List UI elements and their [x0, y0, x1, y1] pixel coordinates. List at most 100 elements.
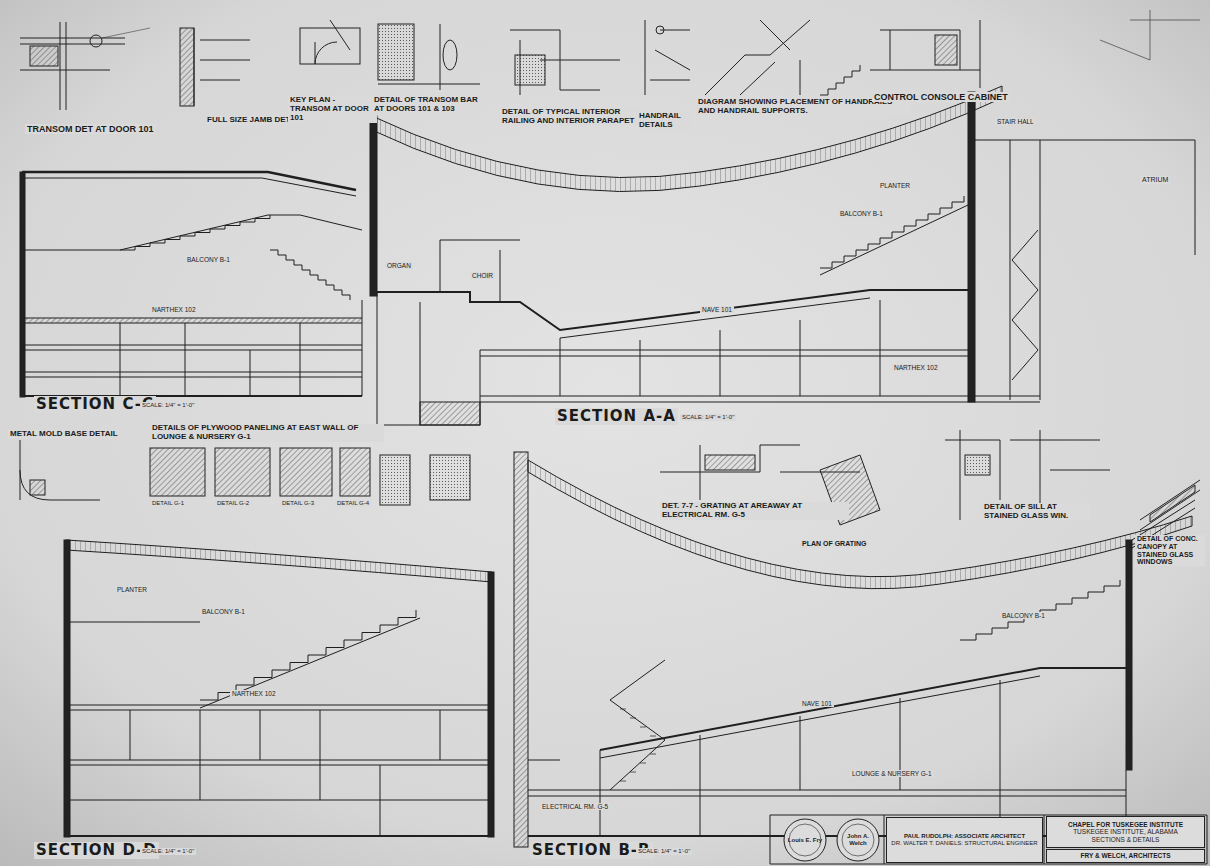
- top-details-part: [378, 24, 414, 80]
- top-details-part: [30, 46, 58, 66]
- section-a-a-part: [820, 196, 964, 268]
- section-d-d-part: [64, 540, 70, 837]
- section-c-c-part: [20, 172, 25, 397]
- detail-title: DET. 7-7 - GRATING AT AREAWAY AT ELECTRI…: [660, 502, 849, 520]
- section-c-c-part: [25, 215, 362, 250]
- top-details-part: [378, 24, 480, 90]
- drawing-note: DETAIL G-4: [335, 500, 371, 507]
- section-a-a-part: [370, 116, 377, 296]
- section-title: SECTION B-B: [530, 842, 653, 859]
- title-block-frame: [770, 815, 1207, 864]
- top-details-part: [820, 65, 860, 95]
- section-c-c-part: [270, 250, 350, 300]
- section-d-d: [64, 540, 494, 837]
- detail-title: CONTROL CONSOLE CABINET: [872, 92, 1010, 102]
- section-c-c-part: [120, 215, 270, 250]
- section-a-a: [370, 86, 1195, 430]
- section-b-b-part: [528, 790, 1126, 796]
- title-text: PAUL RUDOLPH: ASSOCIATE ARCHITECT: [904, 833, 1025, 840]
- top-details-part: [1100, 10, 1200, 60]
- drawing-note: ATRIUM: [1140, 176, 1170, 184]
- drawing-note: DETAIL G-2: [215, 500, 251, 507]
- subtitle-text: TUSKEGEE INSTITUTE, ALABAMA: [1073, 828, 1178, 835]
- drawing-note: PLANTER: [115, 586, 149, 593]
- middle-details-part: [340, 448, 370, 496]
- title-block-cell: FRY & WELCH, ARCHITECTS: [1046, 849, 1205, 863]
- section-b-b-part: [960, 580, 1120, 640]
- architect-seal: Louis E. Fry: [783, 818, 827, 862]
- drawing-note: STAIR HALL: [995, 118, 1036, 125]
- top-details-part: [194, 28, 250, 106]
- top-details-part: [300, 28, 360, 64]
- section-c-c-part: [22, 318, 362, 323]
- middle-details-part: [1150, 485, 1195, 522]
- top-details-part: [870, 20, 980, 88]
- drawing-note: NAVE 101: [800, 700, 834, 707]
- architect-seal: John A. Welch: [836, 818, 880, 862]
- top-details-part: [90, 35, 102, 47]
- section-b-b-part: [620, 709, 656, 781]
- top-details-part: [102, 28, 150, 38]
- section-d-d-part: [66, 540, 492, 582]
- top-details-part: [180, 28, 194, 106]
- title-block-cell: CHAPEL FOR TUSKEGEE INSTITUTETUSKEGEE IN…: [1046, 816, 1205, 848]
- section-b-b-part: [528, 660, 665, 790]
- drawing-note: LOUNGE & NURSERY G-1: [850, 770, 934, 777]
- drawing-note: BALCONY B-1: [1000, 612, 1047, 619]
- section-b-b-part: [600, 676, 1040, 758]
- top-details-part: [656, 26, 664, 34]
- drawing-note: ORGAN: [385, 262, 413, 269]
- section-c-c-part: [22, 172, 356, 190]
- section-b-b-part: [1126, 540, 1132, 770]
- drawing-note: NARTHEX 102: [892, 364, 940, 371]
- top-details-part: [443, 40, 457, 70]
- section-a-a-part: [975, 140, 1195, 400]
- middle-details-part: [380, 455, 410, 505]
- top-details-part: [20, 22, 125, 110]
- detail-title: HANDRAIL DETAILS: [637, 112, 691, 130]
- middle-details-part: [150, 448, 205, 496]
- section-a-a-part: [420, 402, 480, 425]
- drawing-note: ELECTRICAL RM. G-5: [540, 803, 610, 810]
- section-d-d-part: [200, 610, 416, 700]
- section-d-d-part: [70, 705, 488, 800]
- title-block-cell: PAUL RUDOLPH: ASSOCIATE ARCHITECTDR. WAL…: [886, 817, 1043, 863]
- drawing-note: NARTHEX 102: [230, 690, 278, 697]
- drawing-note: NAVE 101: [700, 306, 734, 313]
- subtitle-text: DR. WALTER T. DANIELS: STRUCTURAL ENGINE…: [891, 840, 1037, 847]
- detail-title: DETAILS OF PLYWOOD PANELING AT EAST WALL…: [150, 424, 384, 442]
- subtitle-text: SECTIONS & DETAILS: [1092, 836, 1160, 843]
- drawing-note: CHOIR: [470, 272, 495, 279]
- section-c-c: [20, 172, 362, 397]
- title-text: FRY & WELCH, ARCHITECTS: [1080, 852, 1170, 859]
- title-text: CHAPEL FOR TUSKEGEE INSTITUTE: [1068, 821, 1183, 828]
- section-b-b-part: [600, 680, 1126, 836]
- drawing-note: BALCONY B-1: [838, 210, 885, 217]
- section-c-c-part: [120, 300, 362, 396]
- detail-title: DETAIL OF TRANSOM BAR AT DOORS 101 & 103: [372, 96, 486, 114]
- title-text: Louis E. Fry: [788, 837, 822, 844]
- drawing-note: SCALE: 1/4" = 1'-0": [140, 402, 196, 409]
- detail-title: PLAN OF GRATING: [800, 540, 868, 548]
- section-d-d-part: [200, 618, 420, 708]
- top-details-part: [645, 20, 690, 95]
- title-text: John A. Welch: [839, 833, 877, 846]
- section-a-a-part: [968, 92, 975, 402]
- section-b-b-part: [514, 452, 528, 847]
- drawing-note: NARTHEX 102: [150, 306, 198, 313]
- top-details-part: [315, 20, 350, 64]
- drawing-note: DETAIL G-1: [150, 500, 186, 507]
- top-details-part: [705, 20, 810, 95]
- section-d-d-part: [488, 572, 494, 837]
- detail-title: DETAIL OF SILL AT STAINED GLASS WIN.: [982, 503, 1091, 521]
- top-details-part: [515, 55, 545, 85]
- middle-details-part: [430, 455, 470, 500]
- section-b-b-part: [528, 460, 1192, 589]
- detail-title: METAL MOLD BASE DETAIL: [8, 430, 122, 439]
- drawing-note: SCALE: 1/4" = 1'-0": [680, 414, 736, 421]
- section-a-a-part: [1012, 230, 1038, 380]
- section-d-d-part: [70, 835, 488, 837]
- section-d-d-part: [130, 710, 440, 836]
